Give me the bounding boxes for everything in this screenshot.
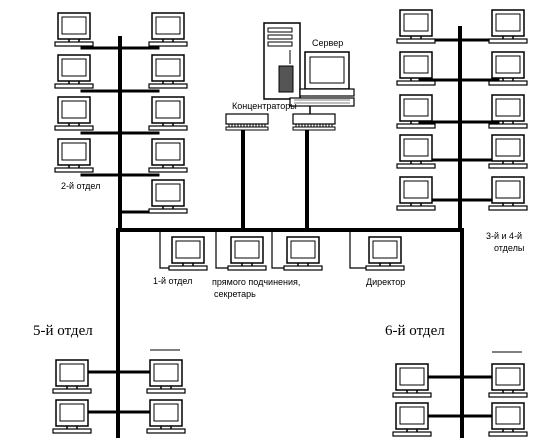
label-dept34-line1: 3-й и 4-й	[486, 231, 522, 241]
computer-icon	[488, 9, 528, 44]
cable-director-feed	[349, 229, 367, 269]
computer-icon	[148, 54, 188, 89]
label-dept6: 6-й отдел	[385, 323, 445, 339]
server-tower-icon	[263, 22, 301, 100]
label-hubs: Концентраторы	[232, 101, 297, 111]
cable-dept1-feed	[159, 229, 173, 269]
label-dept34-line2: отделы	[494, 243, 524, 253]
hub-icon	[225, 113, 269, 131]
computer-icon	[396, 176, 436, 211]
computer-icon	[365, 236, 405, 271]
label-dept5: 5-й отдел	[33, 323, 93, 339]
computer-icon	[148, 96, 188, 131]
server	[263, 22, 355, 107]
label-direct-line1: прямого подчинения,	[212, 277, 300, 287]
label-dept2: 2-й отдел	[61, 181, 100, 191]
computer-icon	[488, 134, 528, 169]
label-server: Сервер	[312, 38, 343, 48]
computer-icon	[146, 399, 186, 434]
cable-direct-feed	[271, 229, 285, 269]
computer-icon	[148, 12, 188, 47]
computer-icon	[54, 54, 94, 89]
computer-icon	[396, 134, 436, 169]
computer-icon	[148, 138, 188, 173]
computer-icon	[52, 359, 92, 394]
hub-icon	[292, 113, 336, 131]
computer-icon	[488, 176, 528, 211]
middle-row-workstations	[168, 236, 405, 271]
network-cables	[78, 26, 502, 438]
computer-icon	[54, 12, 94, 47]
computer-icon	[148, 179, 188, 214]
computer-icon	[54, 96, 94, 131]
label-director: Директор	[366, 277, 405, 287]
label-direct-line2: секретарь	[214, 289, 256, 299]
computer-icon	[54, 138, 94, 173]
computer-icon	[488, 402, 528, 437]
cable-secretary-feed	[215, 229, 229, 269]
computer-icon	[396, 9, 436, 44]
dept6-workstations	[392, 351, 528, 437]
computer-icon	[392, 363, 432, 398]
computer-icon	[227, 236, 267, 271]
computer-icon	[488, 363, 528, 398]
computer-icon	[52, 399, 92, 434]
computer-icon	[392, 402, 432, 437]
computer-icon	[168, 236, 208, 271]
computer-icon	[146, 359, 186, 394]
label-dept1: 1-й отдел	[153, 276, 192, 286]
server-monitor-icon	[289, 51, 355, 107]
dept5-workstations	[52, 349, 186, 434]
computer-icon	[283, 236, 323, 271]
